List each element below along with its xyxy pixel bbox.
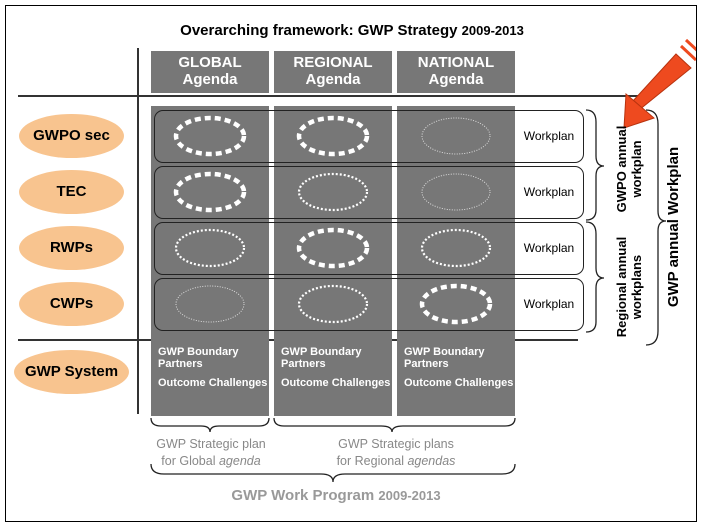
agenda-ellipse-thin	[421, 173, 491, 211]
agenda-ellipses	[173, 115, 493, 325]
column-header-line1: GLOBAL	[178, 54, 242, 71]
strategic-plan-regional: GWP Strategic plans for Regional agendas	[326, 436, 466, 470]
title-text: Overarching framework: GWP Strategy	[180, 22, 462, 39]
strategic-global-line2: for Global agenda	[141, 453, 281, 470]
brace-bottom-global	[150, 417, 270, 433]
footer-challenges: Outcome Challenges	[281, 377, 391, 389]
brace-bottom-regional	[273, 417, 516, 433]
braces-and-arrow	[150, 38, 696, 483]
column-header-line2: Agenda	[182, 71, 238, 88]
row-label-cwps: CWPs	[19, 282, 124, 326]
agenda-ellipse-thick	[296, 227, 370, 269]
agenda-ellipse-dotted	[297, 284, 369, 324]
side-label-gwp-annual: GWP annual Workplan	[665, 146, 682, 308]
row-box-tec	[154, 166, 584, 219]
footer-challenges: Outcome Challenges	[158, 377, 268, 389]
workplan-label: Workplan	[523, 297, 575, 311]
strategic-global-line1: GWP Strategic plan	[156, 437, 266, 451]
row-label-tec: TEC	[19, 170, 124, 214]
diagram-frame: Overarching framework: GWP Strategy 2009…	[5, 5, 697, 522]
row-label-gwp-system: GWP System	[14, 350, 129, 394]
header-separator-line	[18, 95, 643, 97]
column-header-line2: Agenda	[428, 71, 484, 88]
row-label-gwpo-sec: GWPO sec	[19, 114, 124, 158]
work-program-text: GWP Work Program	[231, 487, 379, 504]
brace-regional	[585, 221, 605, 333]
strategic-plan-global: GWP Strategic plan for Global agenda	[141, 436, 281, 470]
agenda-ellipse-dotted	[420, 228, 492, 268]
agenda-ellipse-thick	[173, 115, 247, 157]
column-header-line1: NATIONAL	[417, 54, 495, 71]
column-header-line1: REGIONAL	[293, 54, 373, 71]
strategic-regional-pre: for Regional	[336, 454, 408, 468]
strategic-global-em: agenda	[218, 454, 261, 468]
diagram-title: Overarching framework: GWP Strategy 2009…	[6, 22, 696, 39]
footer-partners: GWP Boundary Partners	[158, 346, 239, 370]
agenda-ellipse-thin	[175, 285, 245, 323]
column-body-global	[151, 106, 269, 416]
agenda-ellipse-thick	[173, 171, 247, 213]
workplan-label: Workplan	[523, 241, 575, 255]
side-label-gwpo-line2: workplan	[629, 140, 644, 198]
column-header-line2: Agenda	[305, 71, 361, 88]
agenda-ellipse-thin	[421, 117, 491, 155]
row-box-cwps	[154, 278, 584, 331]
agenda-ellipse-dotted	[297, 172, 369, 212]
side-label-regional-line2: workplans	[629, 254, 644, 320]
footer-challenges: Outcome Challenges	[404, 377, 514, 389]
brace-gwpo	[585, 109, 605, 221]
footer-partners: GWP Boundary Partners	[281, 346, 362, 370]
orange-arrow-icon	[623, 38, 696, 129]
column-body-regional	[274, 106, 392, 416]
agenda-ellipse-thick	[419, 283, 493, 325]
strategic-regional-em: agendas	[407, 454, 456, 468]
strategic-regional-line2: for Regional agendas	[326, 453, 466, 470]
workplan-label: Workplan	[523, 129, 575, 143]
row-label-rwps: RWPs	[19, 226, 124, 270]
agenda-ellipse-thick	[296, 115, 370, 157]
row-box-gwpo-sec	[154, 110, 584, 163]
work-program-years: 2009-2013	[378, 488, 441, 503]
brace-bottom-work-program	[150, 463, 516, 483]
footer-partners: GWP Boundary Partners	[404, 346, 485, 370]
side-label-gwpo-line1: GWPO annual	[614, 125, 629, 213]
work-program-label: GWP Work Program 2009-2013	[186, 487, 486, 504]
brace-gwp-annual	[645, 109, 667, 346]
row-box-rwps	[154, 222, 584, 275]
vertical-axis-line	[137, 48, 139, 414]
agenda-ellipse-dotted	[174, 228, 246, 268]
title-years: 2009-2013	[461, 23, 524, 38]
strategic-global-pre: for Global	[161, 454, 219, 468]
column-body-national	[397, 106, 515, 416]
side-label-regional-line1: Regional annual	[614, 236, 629, 338]
strategic-regional-line1: GWP Strategic plans	[338, 437, 454, 451]
workplan-label: Workplan	[523, 185, 575, 199]
